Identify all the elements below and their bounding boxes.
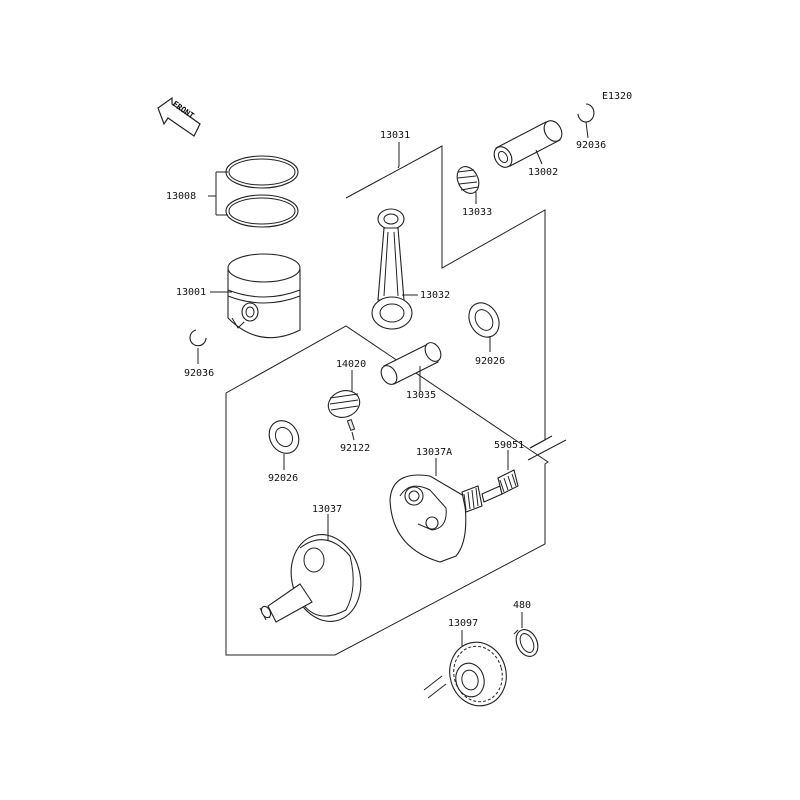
thrust-washer-right [468,302,500,338]
piston-pin [493,120,563,168]
label-13097: 13097 [448,618,478,629]
label-13037: 13037 [312,504,342,515]
label-13008: 13008 [166,191,196,202]
label-13002: 13002 [528,167,558,178]
label-480: 480 [513,600,531,611]
leader-13031 [397,142,400,169]
break-mark [527,435,567,461]
dowel-pin [346,418,356,432]
needle-bearing-big-end [327,390,361,418]
drive-gear-small [497,469,519,495]
label-92026-right: 92026 [475,356,505,367]
circlip-left [189,329,207,347]
label-13033: 13033 [462,207,492,218]
thrust-washer-left [268,420,300,454]
circlip-right [577,103,595,123]
diagram-code: E1320 [602,91,632,102]
label-13031: 13031 [380,130,410,141]
label-59051: 59051 [494,440,524,451]
piston [227,253,301,339]
label-92122: 92122 [340,443,370,454]
label-14020: 14020 [336,359,366,370]
needle-bearing-small-end [456,166,480,194]
crankshaft-half-right [389,474,503,563]
label-92026-left: 92026 [268,473,298,484]
label-92036-left: 92036 [184,368,214,379]
label-13032: 13032 [420,290,450,301]
circlip-480 [513,629,539,657]
primary-drive-gear [449,641,507,707]
connecting-rod [371,208,413,330]
leader-92122 [351,431,355,441]
label-13037A: 13037A [416,447,452,458]
break-mark-lower [423,675,447,699]
piston-rings [225,155,299,228]
crankshaft-half-left [259,534,362,623]
front-arrow-icon: FRONT [157,96,201,137]
label-92036-right: 92036 [576,140,606,151]
leader-13008 [208,171,228,216]
leader-92036-right [585,121,589,139]
leader-13002 [535,149,543,165]
label-13001: 13001 [176,287,206,298]
label-13035: 13035 [406,390,436,401]
crank-pin [380,342,442,385]
